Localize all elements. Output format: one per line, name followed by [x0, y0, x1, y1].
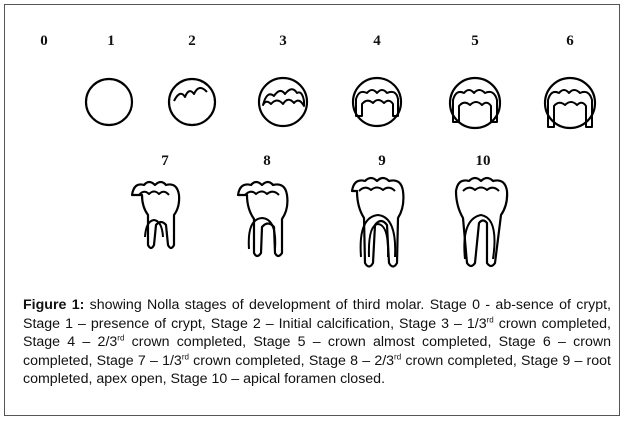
caption-label: Figure 1:: [23, 297, 84, 313]
stage-2-crypt: [169, 79, 215, 125]
stage-4-crypt: [353, 78, 401, 126]
stage-6-crypt: [545, 78, 595, 128]
caption-text-4: crown completed, Stage 8 – 2/3: [189, 353, 394, 369]
stage-label-3: 3: [279, 33, 287, 49]
figure-caption: Figure 1: showing Nolla stages of develo…: [23, 296, 611, 389]
caption-sup-3: rd: [182, 352, 189, 361]
stage-label-6: 6: [566, 33, 574, 49]
caption-sup-1: rd: [487, 315, 494, 324]
stage-label-9: 9: [378, 153, 386, 169]
stage-label-8: 8: [263, 153, 271, 169]
stage-8-tooth: [238, 182, 287, 256]
stage-10-tooth: [456, 178, 507, 266]
stage-5-crypt: [450, 78, 500, 128]
stage-label-7: 7: [161, 153, 169, 169]
stage-7-tooth: [132, 182, 179, 248]
stage-1-crypt: [86, 79, 132, 125]
stage-label-0: 0: [40, 33, 48, 49]
stage-label-2: 2: [188, 33, 196, 49]
stage-label-4: 4: [373, 33, 381, 49]
stage-9-tooth: [352, 178, 403, 267]
stage-label-10: 10: [476, 153, 491, 169]
stage-label-5: 5: [471, 33, 479, 49]
figure-frame: 0 1 2 3 4 5 6: [4, 4, 620, 416]
nolla-stages-diagram: 0 1 2 3 4 5 6: [5, 5, 621, 295]
stage-label-1: 1: [107, 33, 115, 49]
stage-3-crypt: [259, 78, 307, 126]
